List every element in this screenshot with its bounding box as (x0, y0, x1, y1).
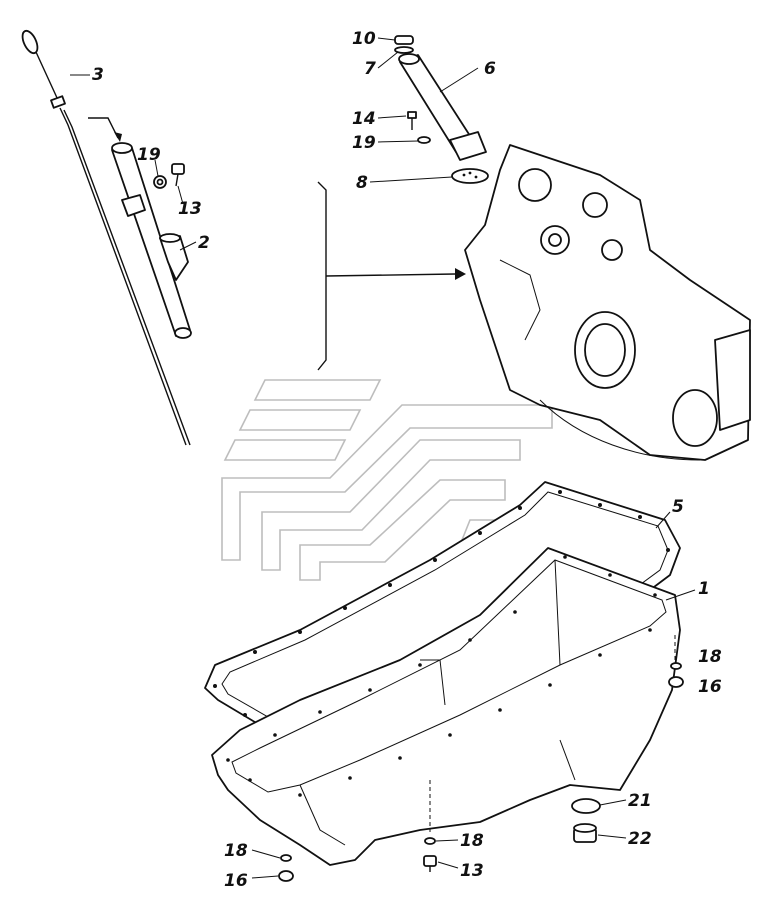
bolt-and-washer-upper-left (153, 163, 185, 189)
flywheel-housing (464, 144, 751, 461)
filler-gasket (451, 168, 489, 184)
dipstick (21, 29, 191, 446)
callout-13-bottom-center: 13 (460, 861, 484, 881)
oil-pan (211, 547, 681, 866)
filler-bolt-and-washer (407, 111, 431, 144)
callout-labels: 3 19 13 2 10 7 6 14 19 8 5 1 18 16 21 22… (92, 29, 722, 891)
callout-1: 1 (698, 579, 710, 599)
callout-16-right: 16 (698, 677, 722, 697)
callout-10: 10 (352, 29, 376, 49)
callout-21: 21 (628, 791, 652, 811)
callout-18-right: 18 (698, 647, 722, 667)
callout-5: 5 (672, 497, 684, 517)
callout-18-bottom-center: 18 (460, 831, 484, 851)
callout-leaders (154, 37, 696, 879)
assembly-arrow-1 (88, 117, 122, 142)
dashed-locator-lines (429, 635, 676, 832)
assembly-arrow-2 (317, 181, 466, 371)
callout-8: 8 (356, 173, 368, 193)
callout-16-bottom-left: 16 (224, 871, 248, 891)
callout-14: 14 (352, 109, 376, 129)
callout-13-upper-left: 13 (178, 199, 202, 219)
callout-19-upper-left: 19 (137, 145, 161, 165)
callout-18-bottom-left: 18 (224, 841, 248, 861)
callout-6: 6 (484, 59, 496, 79)
callout-7: 7 (364, 59, 376, 79)
oil-filler-neck (394, 35, 487, 161)
callout-2: 2 (198, 233, 210, 253)
callout-19-filler: 19 (352, 133, 376, 153)
callout-3: 3 (92, 65, 104, 85)
pan-flange-holes (226, 555, 657, 797)
callout-22: 22 (628, 829, 652, 849)
drain-hardware (278, 662, 684, 882)
watermark-logo (221, 379, 553, 581)
dipstick-guide-tube (111, 142, 192, 339)
